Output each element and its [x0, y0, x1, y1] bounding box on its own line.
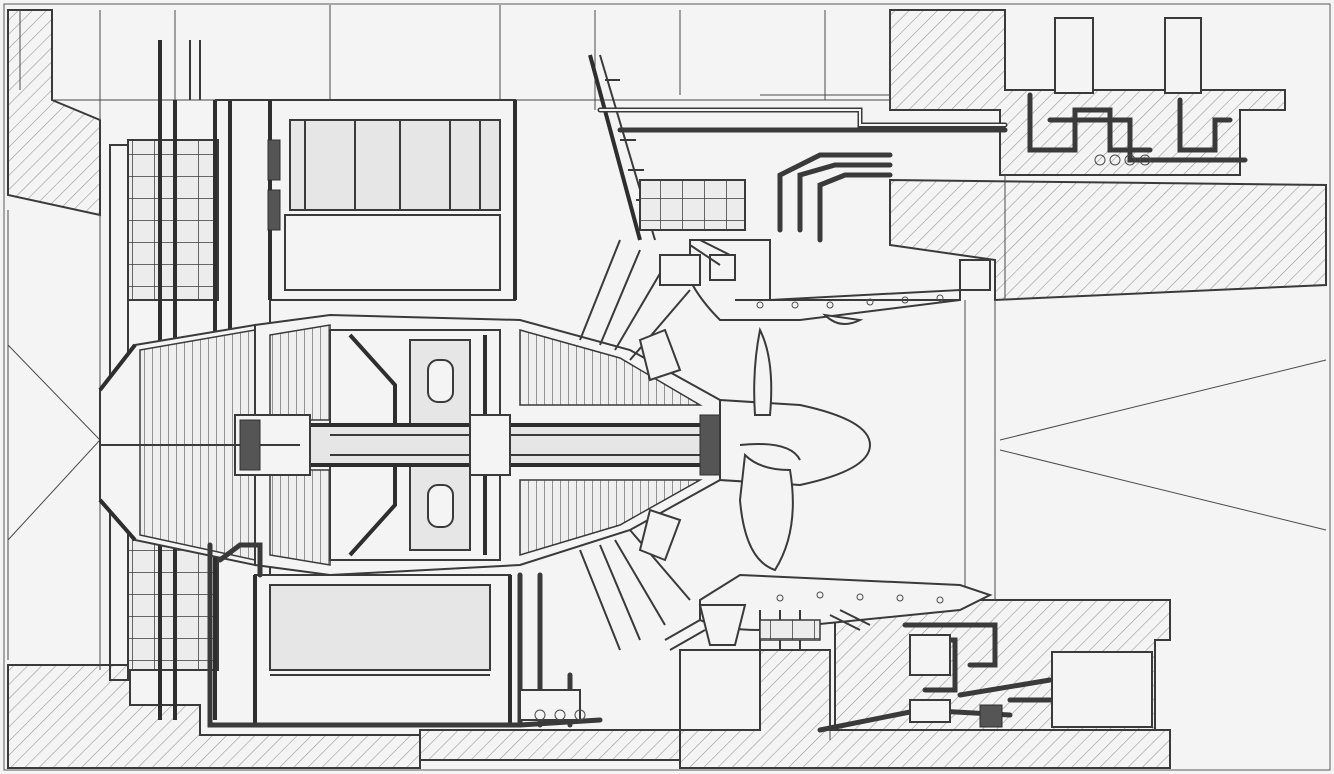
bottom-floor-concrete — [419, 729, 681, 761]
main-shaft — [299, 424, 731, 466]
upper-generator-block — [267, 99, 517, 301]
rotor-assembly — [98, 313, 731, 577]
tank-left — [1054, 17, 1094, 94]
bottom-left-concrete — [7, 664, 421, 769]
upper-fittings — [659, 239, 991, 291]
top-pipe-bundle — [597, 17, 1248, 243]
tank-right — [1164, 17, 1202, 94]
left-concrete-wall — [7, 9, 101, 217]
bottom-left-pipes — [207, 542, 603, 728]
frame-lines — [7, 5, 1327, 740]
tank-bottom-right — [1051, 651, 1153, 728]
runner-blade-upper — [753, 326, 773, 416]
drawing-border — [3, 3, 1331, 771]
guide-vanes — [579, 239, 691, 651]
lower-supports — [664, 604, 871, 731]
lower-generator-block — [253, 574, 512, 726]
bottom-pipe-bundle — [817, 622, 1153, 733]
upper-chute — [588, 54, 746, 241]
runner — [719, 326, 872, 572]
runner-blade-lower — [738, 452, 794, 572]
right-concrete-slab — [889, 178, 1327, 302]
draft-tube — [689, 239, 993, 632]
